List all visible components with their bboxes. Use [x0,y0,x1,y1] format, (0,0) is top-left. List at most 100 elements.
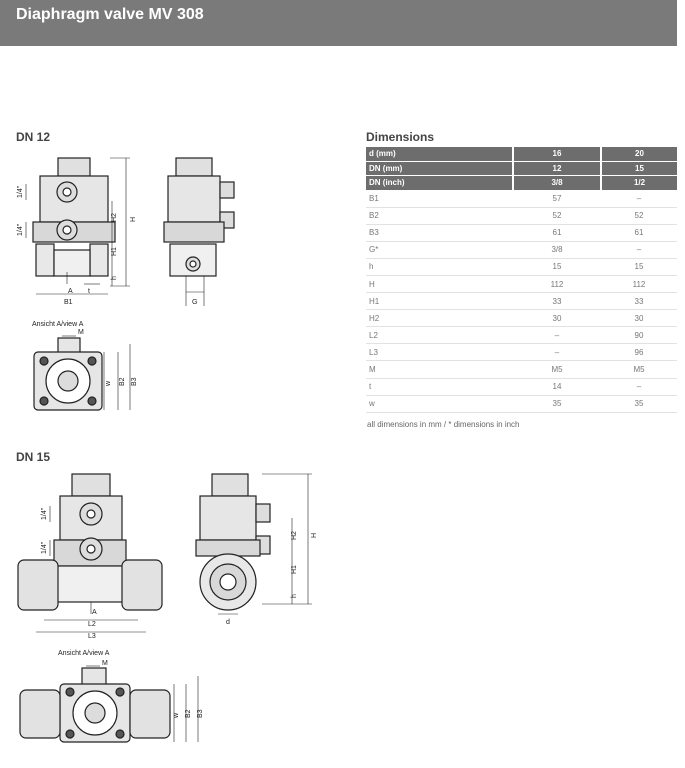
row-value: 15 [601,258,677,276]
row-value: M5 [513,360,601,379]
row-label: w [366,395,513,413]
row-value: 30 [513,309,601,328]
dim-label-w-dn12: w [105,380,112,387]
row-value: 96 [601,343,677,362]
dim-label-B2-dn12: B2 [119,377,126,386]
dn15-side-dimension-lines [218,473,312,615]
dn12-side-view [163,157,235,277]
row-value: 33 [513,292,601,311]
dn12-front-view [32,157,116,277]
page-title: Diaphragm valve MV 308 [16,6,204,23]
row-label: B2 [366,207,513,225]
header-cell-value: 16 [513,147,602,162]
dim-label-B1-dn12: B1 [64,299,73,306]
row-value: – [601,190,677,208]
row-value: – [601,241,677,259]
dim-label-w-dn15: w [173,712,180,719]
header-cell-value: 1/2 [601,175,677,191]
table-header-row: DN (inch) 3/8 1/2 [366,175,677,191]
dim-label-L2-dn15: L2 [88,621,96,628]
row-label: B1 [366,190,513,208]
dim-label-B3-dn15: B3 [197,709,204,718]
row-label: H [366,275,513,294]
dim-label-H-dn15: H [311,533,318,538]
row-value: – [513,343,601,362]
dim-label-quarter-inch-top-dn15: 1/4" [41,507,48,520]
row-value: 52 [601,207,677,225]
dimensions-table: d (mm) 16 20 DN (mm) 12 15 DN (inch) 3/8… [366,147,677,413]
dn12-side-dimension-lines [185,276,205,306]
row-value: 3/8 [513,241,601,259]
dim-label-quarter-inch-top-dn12: 1/4" [17,185,24,198]
row-value: M5 [601,360,677,379]
row-value: 35 [513,395,601,413]
page-header: Diaphragm valve MV 308 [0,0,677,46]
view-a-label-dn12: Ansicht A/view A [32,321,84,328]
dim-label-h-dn15: h [291,594,298,598]
table-row: G*3/8– [366,241,677,259]
table-row: L2–90 [366,326,677,345]
dim-label-d-dn15: d [226,619,230,626]
dn12-front-dimension-lines [25,157,130,295]
row-label: t [366,378,513,396]
row-value: 90 [601,326,677,345]
dn15-view-a [19,667,171,743]
dim-label-H2-dn15: H2 [291,531,298,540]
dim-label-B3-dn12: B3 [131,377,138,386]
dim-label-t-dn12: t [88,288,90,295]
row-label: G* [366,241,513,259]
row-value: 112 [601,275,677,294]
table-header-row: DN (mm) 12 15 [366,161,677,176]
row-value: 61 [601,224,677,242]
row-value: 30 [601,309,677,328]
row-label: H1 [366,292,513,311]
header-cell-value: 3/8 [513,175,602,191]
section-label-dn12: DN 12 [16,130,51,144]
table-row: L3–96 [366,343,677,362]
row-value: 15 [513,258,601,276]
dim-label-H1-dn15: H1 [291,565,298,574]
row-label: L3 [366,343,513,362]
dim-label-H-dn12: H [130,217,137,222]
dn15-front-view [17,473,163,611]
dim-label-h-dn12: h [111,276,118,280]
row-value: – [513,326,601,345]
dimensions-footnote: all dimensions in mm / * dimensions in i… [367,420,520,429]
header-cell-value: 20 [601,147,677,162]
header-cell-value: 12 [513,161,602,176]
dn15-front-dimension-lines [36,506,146,633]
header-cell-value: 15 [601,161,677,176]
dim-label-M-dn12: M [78,329,84,336]
header-cell-label: DN (inch) [366,175,514,191]
row-value: 61 [513,224,601,242]
row-label: M [366,360,513,379]
row-value: 112 [513,275,601,294]
dim-label-quarter-inch-bottom-dn12: 1/4" [17,223,24,236]
header-cell-label: d (mm) [366,147,514,162]
row-label: L2 [366,326,513,345]
header-cell-label: DN (mm) [366,161,514,176]
dn15-view-a-dimension-lines [86,665,199,742]
row-label: h [366,258,513,276]
row-value: 52 [513,207,601,225]
row-label: B3 [366,224,513,242]
row-value: 33 [601,292,677,311]
dn12-view-a-dimension-lines [62,335,131,410]
dim-label-L3-dn15: L3 [88,633,96,640]
dim-label-G-dn12: G [192,299,197,306]
section-label-dn15: DN 15 [16,450,51,464]
table-header-row: d (mm) 16 20 [366,147,677,162]
dim-label-M-dn15: M [102,660,108,667]
dim-label-H2-dn12: H2 [111,213,118,222]
dimensions-title: Dimensions [366,130,435,144]
